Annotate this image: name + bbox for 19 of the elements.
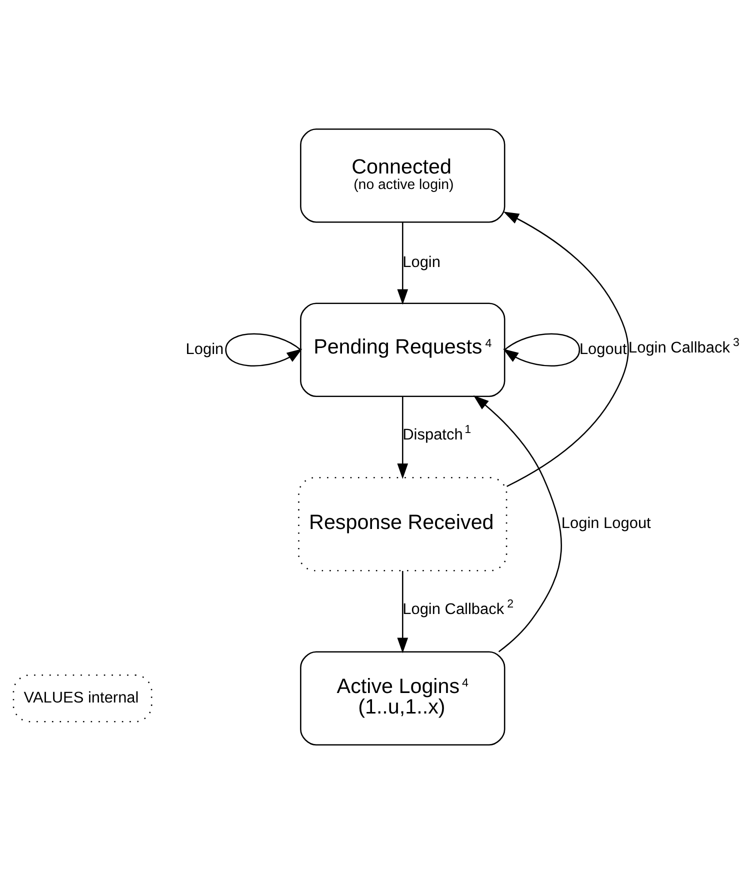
node-box: Response Received: [298, 477, 508, 572]
edge-label: Dispatch$^{1}$: [402, 423, 472, 444]
node-box: Connected (no active login): [300, 128, 506, 223]
arrow: [397, 396, 408, 480]
arrow: [502, 333, 580, 366]
arrow: [397, 570, 408, 654]
edge-label: Logout: [579, 340, 627, 358]
edge-label: Login: [186, 340, 224, 358]
edge-label: Login Callback$^{3}$: [628, 336, 740, 357]
arrow: [225, 333, 302, 366]
node-box: Pending Requests$^{4}$: [300, 302, 506, 397]
edge-label: Login: [402, 254, 440, 271]
legend-label: VALUES internal: [24, 689, 139, 706]
node-box: Active Logins$^{4}$ (1..u,1..x): [300, 651, 506, 746]
arrow: [473, 395, 562, 652]
arrow: [397, 222, 408, 305]
edge-label: Login Callback$^{2}$: [402, 597, 514, 618]
edge-label: Login Logout: [561, 515, 651, 532]
arrow: [503, 212, 629, 487]
